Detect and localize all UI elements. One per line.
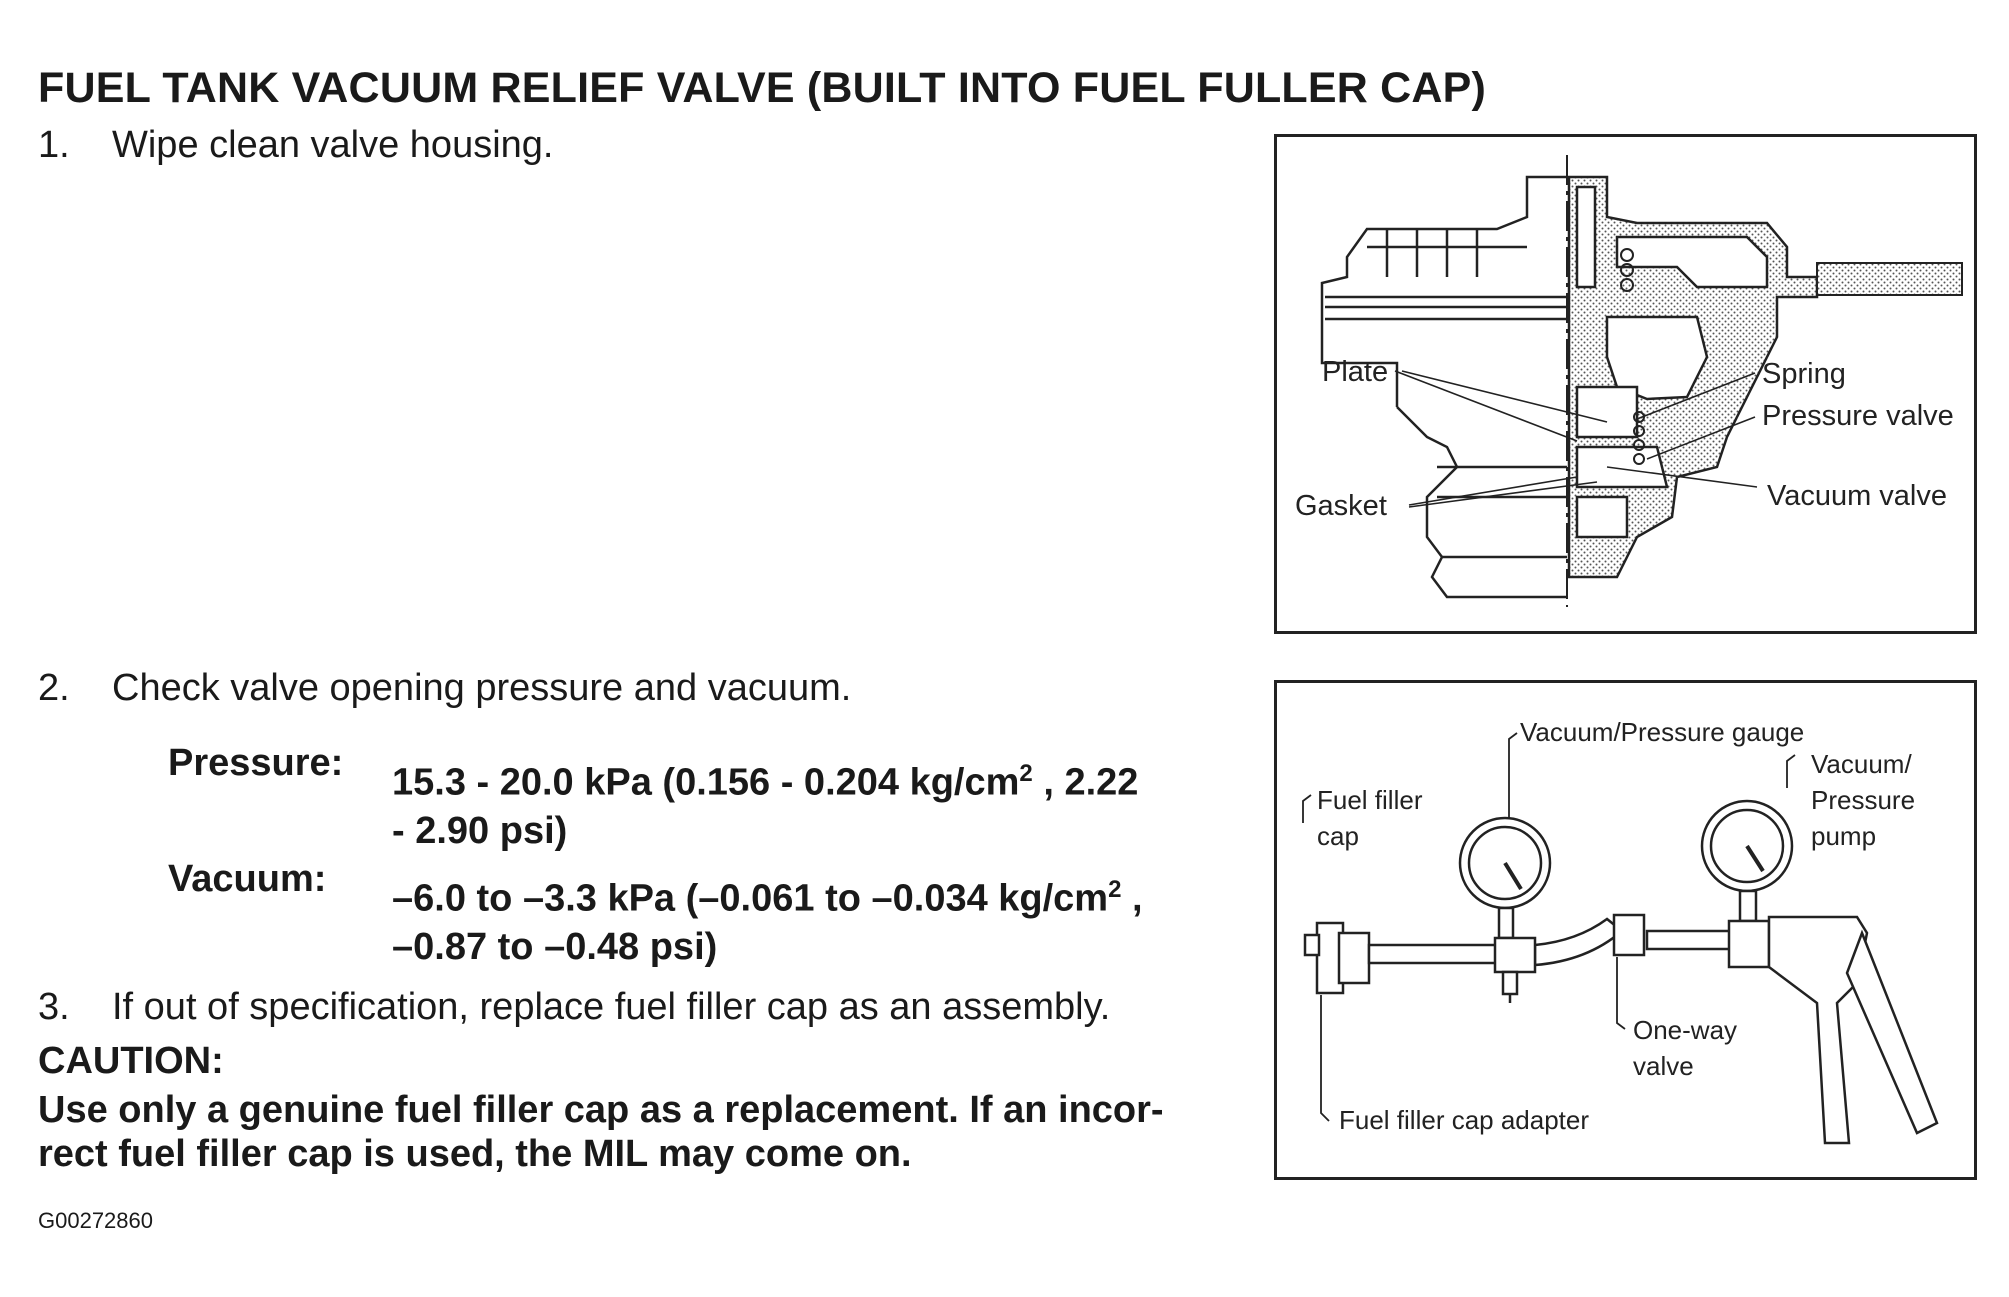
label-oneway-line-1: One-way: [1633, 1015, 1737, 1045]
superscript: 2: [1019, 760, 1033, 787]
vent-tube: [1816, 262, 1963, 296]
leader-lines: [1302, 732, 1796, 1122]
spring-coils: [1620, 248, 1645, 465]
hoses: [1367, 917, 1733, 967]
fuel-filler-cap: [1303, 921, 1371, 995]
label-adapter: Fuel filler cap adapter: [1339, 1105, 1589, 1135]
caution-line-1: Use only a genuine fuel filler cap as a …: [38, 1089, 1164, 1131]
figure-code: G00272860: [38, 1208, 153, 1233]
cap-exterior-outline: [1320, 175, 1567, 599]
vacuum-line-1: –6.0 to –3.3 kPa (–0.061 to –0.034 kg/cm…: [392, 866, 1143, 923]
pressure-test-setup-figure: Vacuum/Pressure gauge Vacuum/ Pressure p…: [1274, 680, 1977, 1180]
step-text: Wipe clean valve housing.: [112, 124, 554, 166]
caution-line-2: rect fuel filler cap is used, the MIL ma…: [38, 1133, 912, 1175]
label-pressure-valve: Pressure valve: [1762, 400, 1954, 432]
caution-body: Use only a genuine fuel filler cap as a …: [38, 1088, 1288, 1176]
vacuum-pressure-gauge: [1458, 816, 1552, 1003]
step-number: 3.: [38, 986, 70, 1028]
vacuum-line-2: –0.87 to –0.48 psi): [392, 925, 718, 968]
vacuum-range: –6.0 to –3.3 kPa (–0.061 to –0.034 kg/cm: [392, 877, 1109, 920]
step-text: If out of specification, replace fuel fi…: [112, 986, 1111, 1028]
label-gasket: Gasket: [1295, 490, 1387, 522]
cap-sectioned-half: [1567, 175, 1819, 579]
label-pump-line-1: Vacuum/: [1811, 749, 1912, 779]
superscript: 2: [1108, 876, 1122, 903]
step-number: 1.: [38, 124, 70, 166]
step-text: Check valve opening pressure and vacuum.: [112, 667, 852, 709]
one-way-valve: [1612, 913, 1646, 957]
label-pump-line-3: pump: [1811, 821, 1876, 851]
pressure-test-setup-drawing: Vacuum/Pressure gauge Vacuum/ Pressure p…: [1302, 717, 1939, 1145]
pressure-line-1: 15.3 - 20.0 kPa (0.156 - 0.204 kg/cm2 , …: [392, 750, 1138, 807]
vacuum-pressure-pump: [1700, 799, 1939, 1145]
cap-cross-section-figure: Plate Gasket Spring Pressure valve Vacuu…: [1274, 134, 1977, 634]
pressure-range: 15.3 - 20.0 kPa (0.156 - 0.204 kg/cm: [392, 761, 1020, 804]
page-title: FUEL TANK VACUUM RELIEF VALVE (BUILT INT…: [38, 64, 1487, 112]
pressure-value: 15.3 - 20.0 kPa (0.156 - 0.204 kg/cm2 , …: [392, 750, 1138, 855]
vacuum-value: –6.0 to –3.3 kPa (–0.061 to –0.034 kg/cm…: [392, 866, 1143, 971]
step-1: 1. Wipe clean valve housing.: [38, 124, 553, 167]
step-2: 2. Check valve opening pressure and vacuu…: [38, 667, 851, 710]
pressure-label: Pressure:: [168, 742, 344, 784]
label-oneway-line-2: valve: [1633, 1051, 1694, 1081]
pressure-line-2: - 2.90 psi): [392, 809, 568, 852]
step-3: 3. If out of specification, replace fuel …: [38, 986, 1110, 1029]
label-pump-line-2: Pressure: [1811, 785, 1915, 815]
vacuum-comma: ,: [1121, 877, 1143, 920]
leader-lines: [1394, 370, 1758, 508]
label-spring: Spring: [1762, 358, 1846, 390]
label-vacuum-valve: Vacuum valve: [1767, 480, 1947, 512]
caution-heading: CAUTION:: [38, 1040, 224, 1082]
label-plate: Plate: [1322, 356, 1388, 388]
vacuum-label: Vacuum:: [168, 858, 327, 900]
label-cap-line-2: cap: [1317, 821, 1359, 851]
step-number: 2.: [38, 667, 70, 709]
label-cap-line-1: Fuel filler: [1317, 785, 1423, 815]
label-gauge: Vacuum/Pressure gauge: [1520, 717, 1804, 747]
pressure-psi-start: , 2.22: [1032, 761, 1139, 804]
cap-cross-section-drawing: Plate Gasket Spring Pressure valve Vacuu…: [1295, 155, 1963, 607]
